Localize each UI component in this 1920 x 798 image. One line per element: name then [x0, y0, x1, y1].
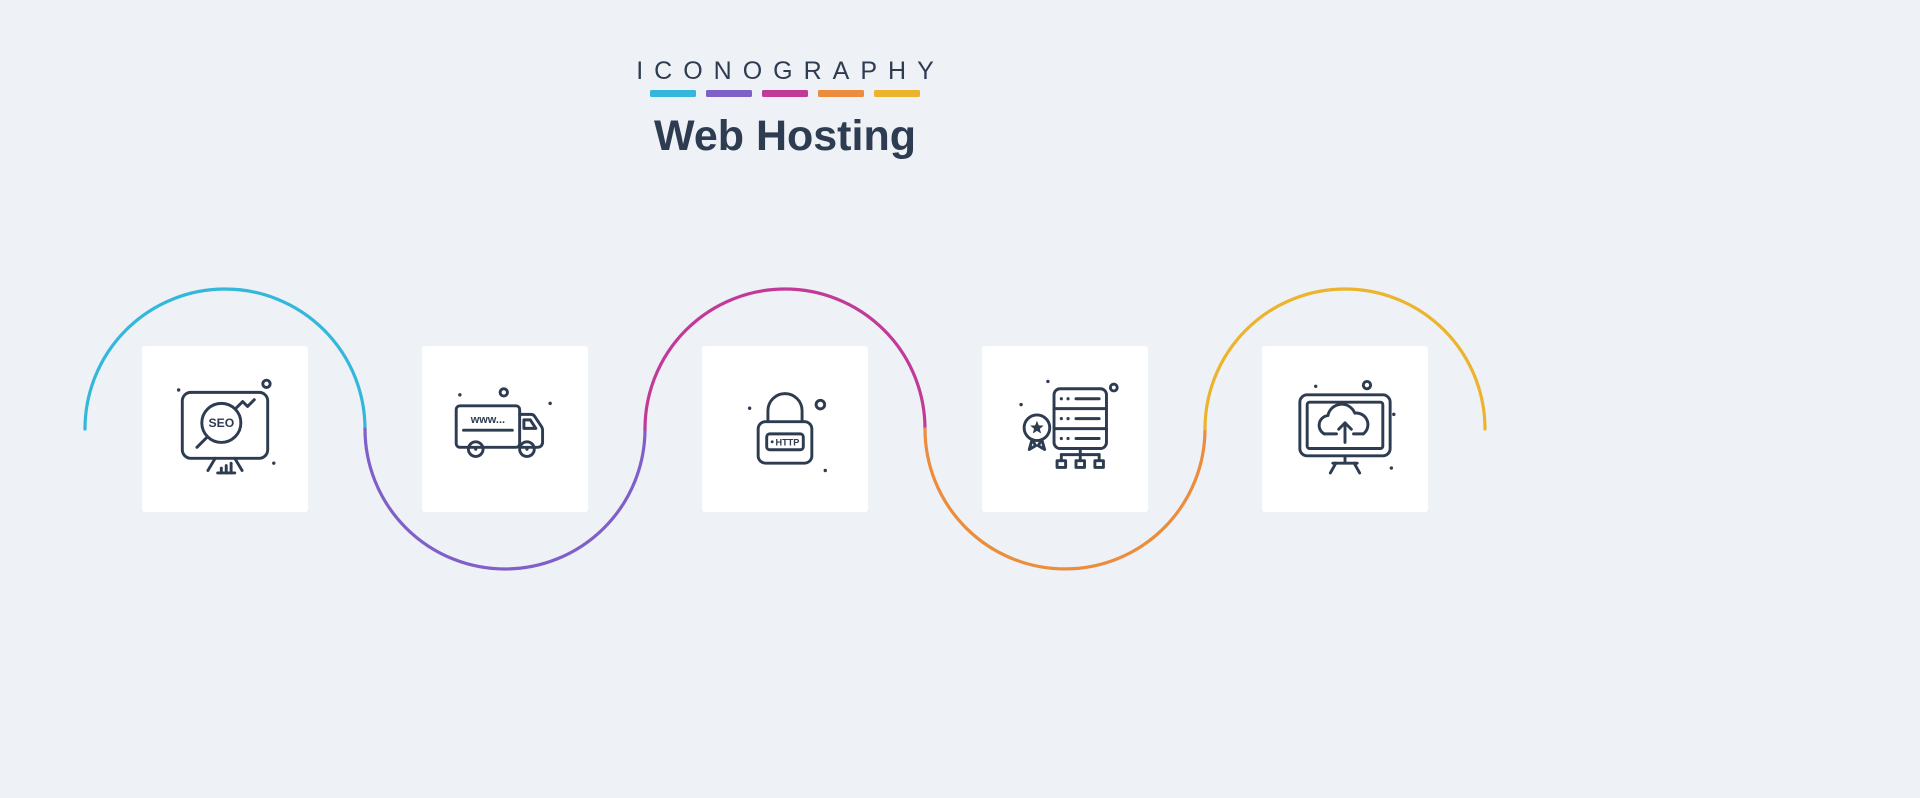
page-title: Web Hosting: [654, 112, 916, 160]
www-delivery-truck-icon: www...: [454, 387, 552, 458]
decor-dot: [1314, 384, 1318, 389]
upload-arrow-icon: [1337, 421, 1353, 444]
decor-dot: [1019, 402, 1023, 407]
server-award-icon: [1019, 379, 1119, 469]
wheel-hub-dot: [474, 447, 478, 451]
wave-segment-5: [1203, 287, 1487, 431]
dash-yellow-icon: [874, 90, 920, 97]
padlock-shackle: [766, 392, 804, 424]
decor-circle: [1361, 379, 1373, 391]
trend-line-icon: [234, 398, 256, 410]
decor-circle: [814, 398, 827, 411]
brand-dash-divider: [650, 90, 920, 97]
http-label: HTTP: [776, 437, 800, 447]
seo-search-monitor-icon: SEO: [176, 378, 276, 475]
decor-dot: [823, 468, 827, 473]
cloud-upload-monitor-icon: [1298, 379, 1396, 475]
server-led-dot: [1066, 397, 1070, 401]
wave-segment-2: [363, 427, 647, 571]
icon-card-truck: www...: [422, 346, 588, 512]
decor-dot: [1392, 412, 1396, 417]
http-padlock-icon: HTTP: [747, 392, 827, 473]
wave-segment-3: [643, 287, 927, 431]
seo-label: SEO: [208, 416, 234, 430]
dash-purple-icon: [706, 90, 752, 97]
cloud-icon: [1317, 402, 1370, 436]
decor-circle: [261, 378, 272, 389]
dash-orange-icon: [818, 90, 864, 97]
star-icon: [1030, 420, 1044, 434]
label-dot: [770, 440, 774, 444]
wave-segment-1: [83, 287, 367, 431]
decor-circle: [1108, 382, 1119, 393]
server-led-dot: [1059, 397, 1063, 401]
truck-body: [454, 404, 545, 449]
wheel-hub-dot: [525, 447, 529, 451]
truck-wheels: [466, 440, 536, 458]
server-led-dot: [1059, 417, 1063, 421]
monitor-frame: [1298, 393, 1392, 475]
wave-segment-4: [923, 427, 1207, 571]
decor-dot: [272, 461, 276, 465]
network-tree: [1055, 447, 1105, 469]
decor-circle: [498, 387, 509, 398]
decor-dot: [176, 388, 181, 392]
dash-cyan-icon: [650, 90, 696, 97]
icon-card-lock: HTTP: [702, 346, 868, 512]
brand-text: ICONOGRAPHY: [636, 57, 945, 85]
icon-card-server-award: [982, 346, 1148, 512]
server-led-dot: [1066, 417, 1070, 421]
decor-dot: [1389, 466, 1394, 470]
dash-magenta-icon: [762, 90, 808, 97]
icon-card-seo: SEO: [142, 346, 308, 512]
decor-dot: [1046, 379, 1050, 384]
monitor-frame: [180, 390, 270, 472]
decor-dot: [747, 406, 752, 410]
magnifier-icon: [195, 401, 243, 449]
decor-dot: [548, 401, 552, 406]
server-led-dot: [1066, 436, 1070, 441]
www-label: www...: [470, 414, 505, 426]
award-badge-icon: [1022, 413, 1052, 451]
decor-dot: [458, 393, 462, 397]
padlock-body: [756, 420, 814, 465]
server-led-dot: [1059, 436, 1063, 441]
mini-bar-chart-icon: [216, 461, 237, 475]
icon-card-cloud-upload: [1262, 346, 1428, 512]
